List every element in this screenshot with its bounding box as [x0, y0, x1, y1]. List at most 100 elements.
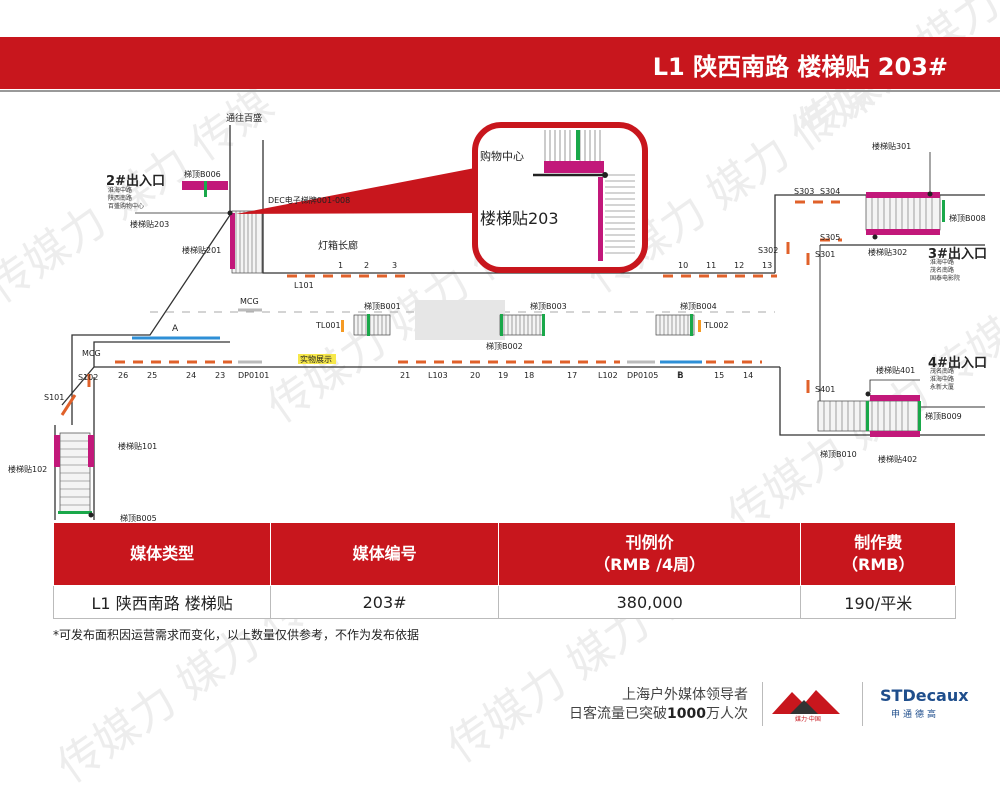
label-s301: S301 [815, 250, 836, 259]
exit-4-street: 茂名南路 [930, 368, 955, 375]
top-number: 11 [706, 261, 717, 270]
label-t302: 楼梯贴302 [868, 248, 908, 257]
label-tl001: TL001 [316, 321, 341, 330]
exit-2-street: 淮海中路 [108, 187, 133, 194]
label-b005: 梯顶B005 [120, 514, 157, 523]
top-number: 12 [734, 261, 745, 270]
header-price-title: 刊例价 [625, 533, 674, 552]
bottom-number: L103 [428, 371, 448, 380]
bottom-number: 14 [743, 371, 754, 380]
slogan-number: 1000 [667, 706, 706, 722]
bottom-number: 20 [470, 371, 481, 380]
bottom-number: L102 [598, 371, 618, 380]
bottom-number: 21 [400, 371, 411, 380]
label-physical-display: 实物展示 [300, 355, 332, 364]
top-number: 2 [364, 261, 370, 270]
header-fee-unit: （RMB） [842, 555, 915, 574]
bottom-number: 25 [147, 371, 158, 380]
slogan-line1: 上海户外媒体领导者 [622, 687, 748, 703]
header-band [0, 37, 1000, 92]
label-b008: 梯顶B008 [949, 214, 986, 223]
cell-media-id: 203# [270, 585, 499, 619]
exit-4-title: 4#出入口 [928, 356, 987, 371]
header-fee-title: 制作费 [854, 533, 903, 552]
exit-3-street: 淮海中路 [930, 259, 955, 266]
label-dec-screen: DEC电子梯牌001-008 [268, 196, 351, 205]
label-s401: S401 [815, 385, 836, 394]
label-s302: S302 [758, 246, 779, 255]
label-zone-b: B [677, 371, 684, 381]
top-number: 10 [678, 261, 689, 270]
header-media-id: 媒体编号 [270, 522, 499, 586]
slogan-line2: 日客流量已突破1000万人次 [569, 703, 748, 723]
bottom-number: 26 [118, 371, 129, 380]
exit-3-street: 国泰电影院 [930, 275, 961, 282]
top-number: 13 [762, 261, 773, 270]
bottom-number: 19 [498, 371, 509, 380]
exit-2-street: 陕西南路 [108, 195, 133, 202]
bottom-number: 23 [215, 371, 226, 380]
zoom-label-203: 楼梯贴203 [480, 209, 559, 228]
stdecaux-logo: STDecaux [880, 686, 969, 705]
exit-4-streets: 茂名南路 淮海中路 永新大厦 [930, 368, 954, 392]
label-lightbox-corridor: 灯箱长廊 [318, 241, 358, 252]
header-production-fee: 制作费 （RMB） [800, 522, 956, 586]
label-l101: L101 [294, 281, 314, 290]
table-header-row: 媒体类型 媒体编号 刊例价 （RMB /4周） 制作费 （RMB） [52, 522, 956, 586]
label-s101: S101 [44, 393, 65, 402]
cell-production-fee: 190/平米 [800, 585, 956, 619]
bottom-number: DP0105 [627, 371, 659, 380]
label-b009: 梯顶B009 [925, 412, 962, 421]
bottom-number: 17 [567, 371, 578, 380]
exit-2-street: 百盛购物中心 [108, 203, 145, 210]
cell-media-type: L1 陕西南路 楼梯贴 [52, 585, 272, 619]
header-price-unit: （RMB /4周） [594, 555, 706, 574]
exit-3-streets: 淮海中路 茂名南路 国泰电影院 [930, 259, 960, 283]
exit-2-title: 2#出入口 [106, 174, 165, 189]
header-price: 刊例价 （RMB /4周） [497, 522, 802, 586]
label-t101: 楼梯贴101 [118, 442, 158, 451]
station-map: 通往百盛 2#出入口 淮海中路 陕西南路 百盛购物中心 梯顶B006 楼梯贴20… [0, 95, 1000, 525]
exit-2-streets: 淮海中路 陕西南路 百盛购物中心 [108, 187, 144, 211]
station-map-drawing [54, 122, 985, 520]
meili-logo [772, 690, 840, 714]
footer-divider [762, 682, 763, 726]
label-s304: S304 [820, 187, 841, 196]
label-tl002: TL002 [704, 321, 729, 330]
zoom-label-mall: 购物中心 [480, 150, 524, 163]
page-title: L1 陕西南路 楼梯贴 203# [652, 53, 948, 81]
bottom-number: 15 [714, 371, 725, 380]
exit-4-street: 永新大厦 [930, 384, 955, 391]
bottom-number: B [678, 371, 684, 380]
top-number: 3 [392, 261, 398, 270]
label-b001: 梯顶B001 [364, 302, 401, 311]
pricing-table: 媒体类型 媒体编号 刊例价 （RMB /4周） 制作费 （RMB） L1 陕西南… [52, 522, 956, 619]
slogan-prefix: 日客流量已突破 [569, 706, 668, 722]
exit-3-street: 茂名南路 [930, 267, 955, 274]
bottom-number: 18 [524, 371, 535, 380]
stdecaux-logo-sub: 申通德高 [891, 710, 940, 720]
label-t402: 楼梯贴402 [878, 455, 918, 464]
cell-price: 380,000 [497, 585, 802, 619]
label-mcg: MCG [82, 349, 101, 358]
label-zone-a: A [172, 324, 179, 334]
exit-4-street: 淮海中路 [930, 376, 955, 383]
label-t401: 楼梯贴401 [876, 366, 916, 375]
footnote: *可发布面积因运营需求而变化，以上数量仅供参考，不作为发布依据 [53, 628, 420, 642]
label-t301: 楼梯贴301 [872, 142, 912, 151]
bottom-number: 24 [186, 371, 197, 380]
label-b006: 梯顶B006 [184, 170, 221, 179]
label-t203: 楼梯贴203 [130, 220, 170, 229]
exit-3-title: 3#出入口 [928, 247, 987, 262]
label-to-baisheng: 通往百盛 [226, 114, 263, 124]
label-b003: 梯顶B003 [530, 302, 567, 311]
header-media-type: 媒体类型 [52, 522, 272, 586]
meili-logo-text: 媒力·中国 [795, 716, 821, 723]
label-mcg: MCG [240, 297, 259, 306]
label-b004: 梯顶B004 [680, 302, 717, 311]
footer-divider [862, 682, 863, 726]
label-s305: S305 [820, 233, 841, 242]
label-t102: 楼梯贴102 [8, 465, 48, 474]
label-b010: 梯顶B010 [820, 450, 857, 459]
bottom-number: DP0101 [238, 371, 270, 380]
